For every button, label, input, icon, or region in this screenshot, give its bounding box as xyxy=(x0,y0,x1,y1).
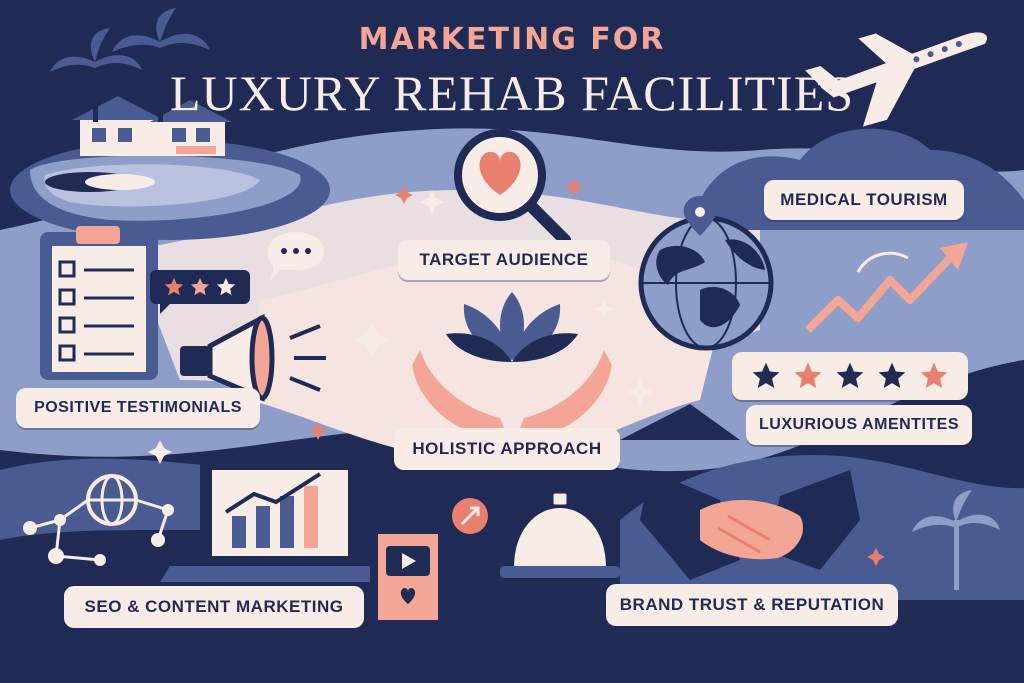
star-icon xyxy=(878,362,906,388)
star-icon xyxy=(920,362,948,388)
laptop-chart-icon xyxy=(160,458,400,582)
testimonial-rating xyxy=(158,272,242,302)
target-audience-label: TARGET AUDIENCE xyxy=(419,250,589,269)
title-line-1: MARKETING FOR xyxy=(358,22,666,57)
palm-tree-icon xyxy=(912,490,1000,590)
brand-trust-banner: BRAND TRUST & REPUTATION xyxy=(606,584,898,626)
clipboard-checklist-icon xyxy=(40,226,158,380)
seo-content-label: SEO & CONTENT MARKETING xyxy=(84,597,344,616)
luxurious-amenities-label: LUXURIOUS AMENTITES xyxy=(758,416,960,433)
globe-icon xyxy=(638,196,774,351)
star-icon xyxy=(752,362,780,388)
seo-content-banner: SEO & CONTENT MARKETING xyxy=(64,586,364,628)
phone-video-icon xyxy=(370,520,446,634)
holistic-approach-banner: HOLISTIC APPROACH xyxy=(394,428,620,470)
medical-tourism-banner: MEDICAL TOURISM xyxy=(764,180,964,220)
positive-testimonials-banner: POSITIVE TESTIMONIALS xyxy=(16,388,260,428)
network-globe-icon xyxy=(23,474,174,566)
lotus-hands-icon xyxy=(412,292,612,432)
amenities-rating xyxy=(732,352,968,400)
handshake-icon xyxy=(640,470,860,580)
trend-arrow-icon xyxy=(805,242,968,333)
target-audience-banner: TARGET AUDIENCE xyxy=(398,240,610,280)
magnifier-heart-icon xyxy=(454,129,571,246)
medical-tourism-label: MEDICAL TOURISM xyxy=(780,190,948,209)
holistic-approach-label: HOLISTIC APPROACH xyxy=(412,439,602,458)
megaphone-icon xyxy=(180,313,326,402)
service-bell-icon xyxy=(480,490,640,595)
palm-tree-icon xyxy=(50,8,210,122)
positive-testimonials-label: POSITIVE TESTIMONIALS xyxy=(34,399,242,416)
brand-trust-label: BRAND TRUST & REPUTATION xyxy=(619,595,885,614)
star-icon xyxy=(836,362,864,388)
page-title: LUXURY REHAB FACILITIES xyxy=(169,65,855,121)
star-icon xyxy=(216,277,236,296)
star-icon xyxy=(164,277,184,296)
star-icon xyxy=(794,362,822,388)
star-icon xyxy=(190,277,210,296)
resort-island xyxy=(10,8,330,240)
airplane-icon xyxy=(805,32,987,127)
luxurious-amenities-banner: LUXURIOUS AMENTITES xyxy=(746,405,972,445)
